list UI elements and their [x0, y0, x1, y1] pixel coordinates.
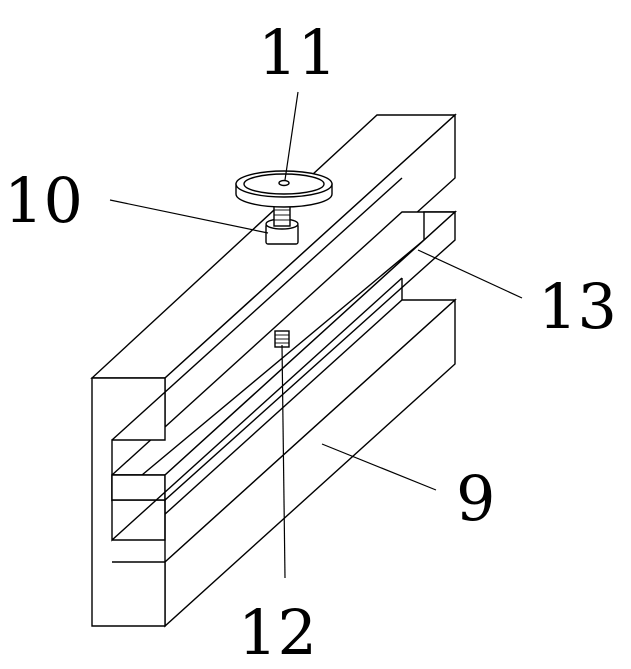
knob-center-hole — [278, 179, 290, 187]
callout-10: 10 — [4, 164, 83, 237]
slider-front-face — [111, 474, 166, 501]
callout-9: 9 — [456, 462, 495, 535]
channel-mid-edge — [112, 500, 166, 541]
leader-11 — [284, 91, 299, 181]
leader-12 — [281, 344, 286, 579]
callout-13: 13 — [538, 270, 617, 343]
lower-bolt — [274, 330, 290, 348]
callout-11: 11 — [258, 16, 337, 89]
leader-13 — [417, 249, 523, 299]
thumb-screw — [235, 170, 333, 245]
leader-9 — [321, 443, 437, 491]
knob-inner-ring — [243, 173, 325, 195]
callout-12: 12 — [238, 596, 317, 669]
channel-edge-upper — [111, 177, 403, 441]
leader-10 — [109, 199, 269, 234]
